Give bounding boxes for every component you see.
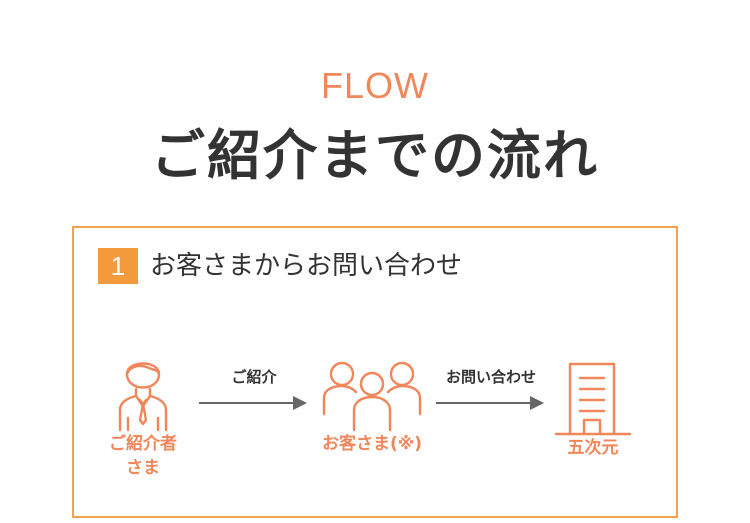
- flow-node-company: 五次元: [548, 360, 638, 460]
- step-card: 1 お客さまからお問い合わせ: [72, 226, 678, 518]
- flow-node-introducer: ご紹介者 さま: [108, 352, 178, 480]
- building-icon: [554, 362, 632, 436]
- flow-arrow-inquiry: お問い合わせ: [432, 367, 550, 411]
- businessman-icon: [118, 362, 168, 432]
- flow-arrow-label: お問い合わせ: [445, 368, 536, 386]
- flow-node-label: お客さま(※): [321, 434, 423, 454]
- arrow-right-icon: [199, 396, 307, 410]
- arrow-right-icon: [436, 396, 544, 410]
- people-group-icon: [322, 361, 422, 432]
- step-number-badge: 1: [98, 248, 138, 284]
- flow-node-label: 五次元: [567, 438, 619, 458]
- flow-arrow-label: ご紹介: [231, 368, 277, 386]
- page-title: ご紹介までの流れ: [151, 124, 599, 187]
- flow-node-label: ご紹介者 さま: [109, 434, 177, 478]
- section-eyebrow: FLOW: [321, 65, 429, 106]
- step-title: お客さまからお問い合わせ: [150, 251, 463, 281]
- flow-arrow-introduce: ご紹介: [198, 367, 310, 411]
- flow-node-customer: お客さま(※): [307, 356, 437, 456]
